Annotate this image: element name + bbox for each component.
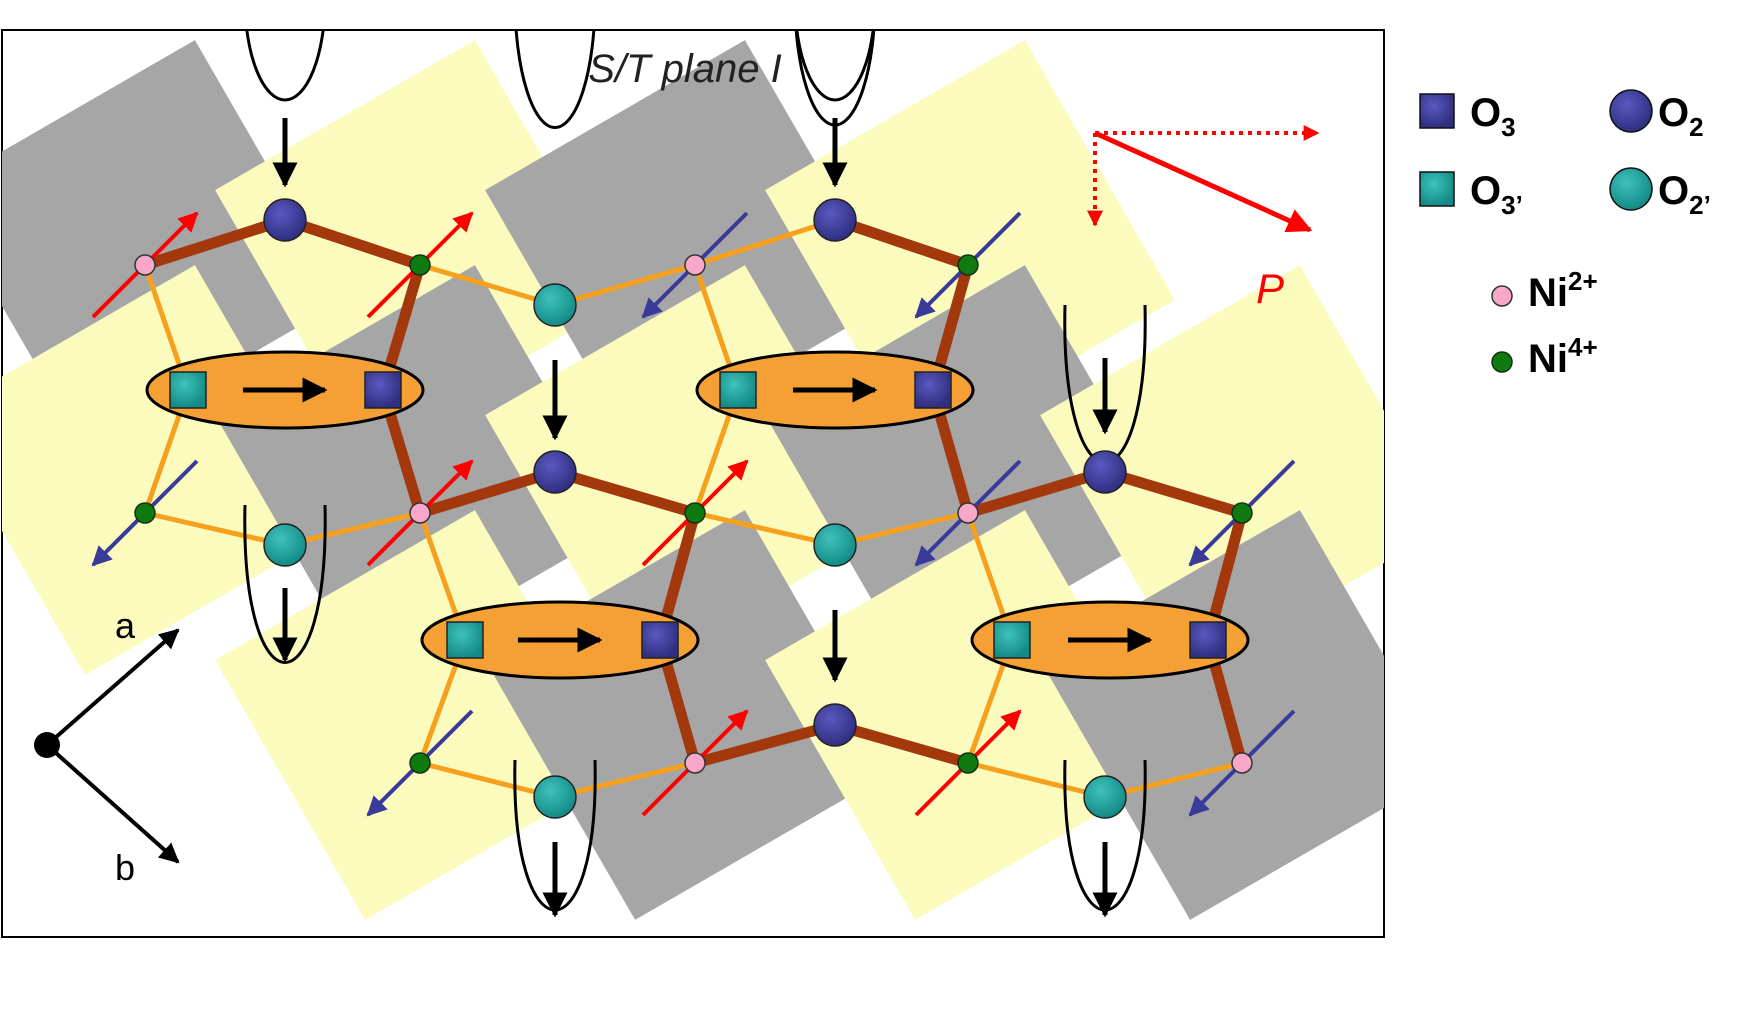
- o3-atom: [914, 371, 952, 409]
- o2-prime-atom: [263, 523, 307, 567]
- ni4-ion: [409, 752, 431, 774]
- vertical-ellipse: [245, 30, 325, 102]
- ni2-ion: [1231, 752, 1253, 774]
- thin-bond: [965, 760, 1108, 800]
- vertical-ellipse: [514, 30, 596, 129]
- o2-legend-label: O2: [1658, 91, 1704, 142]
- ni2-ion: [134, 254, 156, 276]
- ni4-ion: [957, 752, 979, 774]
- ni2-dot-icon: [1491, 285, 1513, 307]
- thick-bond: [962, 466, 1111, 519]
- thin-bond: [142, 510, 288, 548]
- o3-legend-label: O3: [1470, 91, 1516, 142]
- ellipses-layer: [145, 30, 1250, 918]
- thin-bond: [552, 760, 698, 800]
- ni4-ion: [957, 254, 979, 276]
- legend-o3-prime: O3’: [1419, 169, 1523, 220]
- ni4-ion: [409, 254, 431, 276]
- thick-bond: [279, 214, 426, 271]
- p-vector-arrow: [1093, 130, 1313, 233]
- ni4-ion: [684, 502, 706, 524]
- legend-o3: O3: [1419, 91, 1516, 142]
- thick-bond: [829, 719, 974, 769]
- polarization-indicator: P: [1087, 125, 1320, 312]
- thin-bond: [417, 760, 558, 800]
- o2-prime-legend-label: O2’: [1658, 169, 1711, 220]
- o2-prime-atom: [813, 523, 857, 567]
- panel-title: S/T plane I: [588, 47, 781, 91]
- legend: O3 O2 O3’ O2’ Ni2+ Ni4+: [1419, 89, 1711, 381]
- thin-bond: [832, 510, 971, 548]
- p-label: P: [1256, 265, 1284, 312]
- o3-prime-atom: [446, 621, 484, 659]
- thin-bond: [552, 262, 698, 308]
- o3-prime-atom: [993, 621, 1031, 659]
- ni4-ion: [1231, 502, 1253, 524]
- o2-prime-atom: [533, 775, 577, 819]
- thin-bond: [282, 510, 423, 548]
- ni4-ion: [134, 502, 156, 524]
- ni2-legend-label: Ni2+: [1528, 266, 1598, 315]
- o2-prime-atom: [1083, 775, 1127, 819]
- thin-bond: [1102, 760, 1245, 800]
- thin-bond: [417, 262, 558, 308]
- spins-layer: [91, 211, 1296, 817]
- ni4-legend-label: Ni4+: [1528, 332, 1598, 381]
- ni2-ion: [957, 502, 979, 524]
- atoms-layer: [169, 198, 1227, 819]
- thin-bond: [692, 510, 838, 548]
- o3-prime-square-icon: [1419, 171, 1455, 207]
- o2-prime-sphere-icon: [1609, 167, 1653, 211]
- ni2-ion: [684, 254, 706, 276]
- o3-prime-atom: [719, 371, 757, 409]
- octahedra-layer: [2, 40, 1384, 920]
- o3-square-icon: [1419, 93, 1455, 129]
- o2-atom: [533, 450, 577, 494]
- legend-ni2: Ni2+: [1491, 266, 1598, 315]
- thick-bond: [414, 466, 561, 519]
- o3-atom: [364, 371, 402, 409]
- o2-atom: [263, 198, 307, 242]
- ni2-ion: [684, 752, 706, 774]
- legend-ni4: Ni4+: [1491, 332, 1598, 381]
- b-axis-arrow: [45, 743, 180, 864]
- thick-bond: [139, 214, 291, 271]
- ni4-dot-icon: [1491, 351, 1513, 373]
- legend-o2-prime: O2’: [1609, 167, 1711, 220]
- lattice: [2, 30, 1384, 920]
- o2-atom: [813, 198, 857, 242]
- b-axis-label: b: [115, 847, 135, 888]
- o3-prime-atom: [169, 371, 207, 409]
- axes-origin: [34, 732, 60, 758]
- o2-prime-atom: [533, 283, 577, 327]
- o2-atom: [813, 703, 857, 747]
- legend-o2: O2: [1609, 89, 1704, 142]
- thick-bond: [549, 466, 701, 519]
- a-axis-arrow: [45, 628, 180, 747]
- o3-atom: [1189, 621, 1227, 659]
- thick-bond: [689, 719, 841, 769]
- o3-prime-legend-label: O3’: [1470, 169, 1523, 220]
- vertical-ellipse: [795, 30, 875, 102]
- thick-bond: [829, 214, 974, 271]
- o2-atom: [1083, 450, 1127, 494]
- crystal-axes: a b: [34, 605, 180, 888]
- thin-bond: [692, 217, 838, 268]
- ni2-ion: [409, 502, 431, 524]
- a-axis-label: a: [115, 605, 136, 646]
- thick-bond: [1099, 466, 1248, 519]
- o2-sphere-icon: [1609, 89, 1653, 133]
- o3-atom: [641, 621, 679, 659]
